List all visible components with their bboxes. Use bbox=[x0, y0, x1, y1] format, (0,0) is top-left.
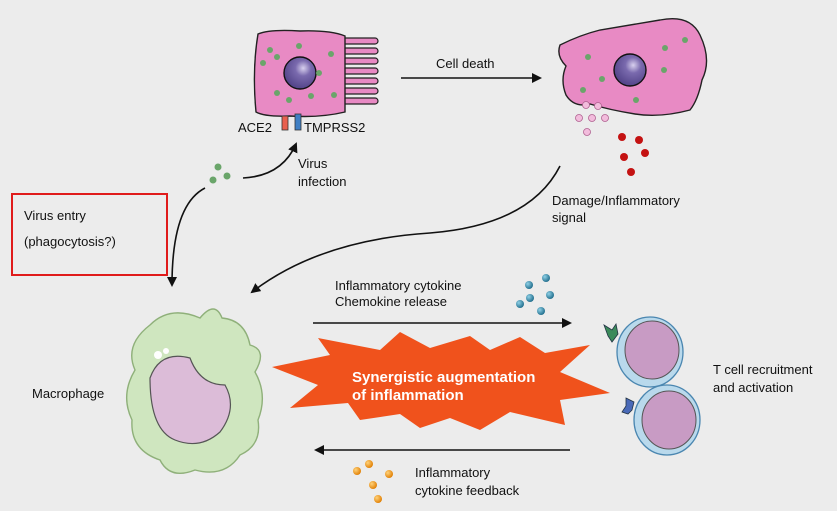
synergy-label-2: of inflammation bbox=[352, 387, 464, 404]
damage-signal-particles bbox=[575, 101, 609, 136]
macrophage-label: Macrophage bbox=[32, 386, 104, 401]
damage-signal-label-2: signal bbox=[552, 210, 586, 225]
synergy-starburst: Synergistic augmentation of inflammation bbox=[272, 332, 610, 430]
t-cell-label-1: T cell recruitment bbox=[713, 362, 813, 377]
ace2-label: ACE2 bbox=[238, 120, 272, 135]
virus-infection-label-1: Virus bbox=[298, 156, 328, 171]
cytokine-release-label-1: Inflammatory cytokine bbox=[335, 278, 461, 293]
t-cell-receptor-green bbox=[603, 322, 619, 343]
microvilli bbox=[337, 37, 379, 105]
virus-entry-label: Virus entry bbox=[24, 208, 86, 223]
cell-death-label: Cell death bbox=[436, 56, 495, 71]
t-cell-receptor-blue bbox=[621, 397, 635, 415]
damage-signal-label-1: Damage/Inflammatory bbox=[552, 193, 680, 208]
nucleus bbox=[283, 56, 317, 90]
infected-epithelial-cell: ACE2 TMPRSS2 bbox=[238, 29, 379, 135]
virus-infection-arrow bbox=[242, 142, 298, 179]
macrophage-cell bbox=[126, 308, 263, 474]
virus-entry-arrow bbox=[167, 187, 206, 287]
cytokine-feedback-label-2: cytokine feedback bbox=[415, 483, 520, 498]
t-cell-label-2: and activation bbox=[713, 380, 793, 395]
virus-infection-label-2: infection bbox=[298, 174, 346, 189]
tmprss2-receptor bbox=[294, 113, 302, 131]
dying-cell bbox=[558, 17, 708, 176]
cytokine-release-label-2: Chemokine release bbox=[335, 294, 447, 309]
virus-entry-highlight-box: Virus entry (phagocytosis?) bbox=[11, 193, 168, 276]
phagocytosis-label: (phagocytosis?) bbox=[24, 234, 116, 249]
t-cells bbox=[603, 316, 701, 456]
cytokine-particles-orange bbox=[353, 460, 393, 503]
cytokine-particles-blue bbox=[516, 274, 554, 315]
macrophage-nucleus bbox=[149, 355, 231, 445]
cytokine-feedback-label-1: Inflammatory bbox=[415, 465, 491, 480]
damage-signal-arrow bbox=[250, 165, 561, 294]
virus-particles bbox=[209, 163, 231, 184]
ace2-receptor bbox=[281, 115, 289, 131]
tmprss2-label: TMPRSS2 bbox=[304, 120, 365, 135]
synergy-label-1: Synergistic augmentation bbox=[352, 369, 535, 386]
